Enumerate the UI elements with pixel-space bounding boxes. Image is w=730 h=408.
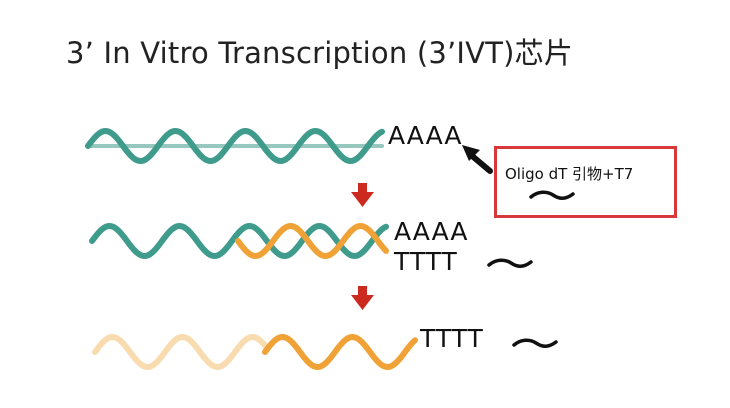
squiggle-tail-icon	[487, 258, 533, 268]
squiggle-tail-icon	[529, 190, 575, 200]
row2-polya-label: AAAA	[394, 217, 469, 246]
row1-polya-label: AAAA	[388, 121, 463, 150]
row1-mrna-helix	[85, 127, 385, 165]
oligo-dt-callout-box: Oligo dT 引物+T7	[494, 146, 677, 218]
degraded-mrna-strand	[92, 333, 268, 371]
mrna-strand	[89, 222, 389, 260]
row3-cdna-helix	[92, 333, 418, 371]
pointer-arrow-icon	[462, 145, 493, 174]
squiggle-tail-icon	[512, 338, 558, 348]
down-arrow-icon	[351, 286, 374, 310]
oligo-dt-primer-label: Oligo dT 引物+T7	[505, 165, 634, 183]
row2-hybrid-helix	[89, 222, 389, 260]
slide-title: 3’ In Vitro Transcription (3’IVT)芯片	[66, 36, 574, 70]
cdna-strand	[235, 222, 389, 260]
row2-polyt-label: TTTT	[394, 247, 458, 276]
cdna-strand	[262, 333, 418, 371]
down-arrow-icon	[351, 183, 374, 207]
row3-polyt-label: TTTT	[420, 324, 484, 353]
